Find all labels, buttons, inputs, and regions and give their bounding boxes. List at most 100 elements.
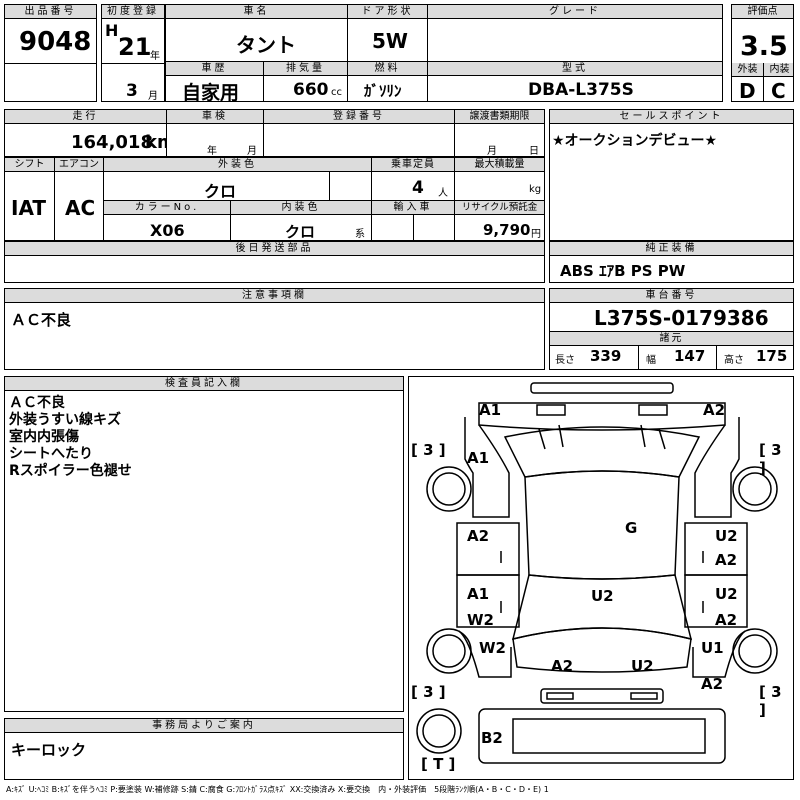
height-label: 高さ [724,355,744,366]
exterior-color: クロ [204,182,237,201]
first-registration-box: 初度登録 H 21 年 3 月 [101,4,165,102]
lot-number-label: 出品番号 [5,5,96,19]
lot-number: 9048 [19,27,92,57]
inspector-note-line: 外装うすい線キズ [9,412,121,428]
damage-mark-left-quarter: W2 [479,639,506,657]
fuel-label: 燃料 [348,62,427,76]
score: 3.5 [740,31,788,62]
color-number-label: カラーNo. [104,201,230,215]
rank-tail: [ T ] [421,755,456,773]
displacement-label: 排気量 [264,62,347,76]
displacement-unit: cc [331,87,342,98]
chassis-number: L375S-0179386 [594,306,769,330]
spec-label: 諸元 [550,331,793,346]
damage-mark-left-front-door: A2 [467,527,490,545]
mileage: 164,018 [71,132,153,153]
rank-right-rear: [ 3 ] [759,683,782,719]
damage-mark-windshield: G [625,519,638,537]
interior-label: 内装 [763,63,793,77]
shift-label: シフト [5,158,54,172]
height: 175 [756,347,788,365]
damage-mark-left-rear-door-2: W2 [467,611,494,629]
chassis-box: 車台番号 L375S-0179386 諸元 長さ 339 幅 147 高さ 17… [549,288,794,370]
damage-mark-right-rear-door-1: U2 [715,585,738,603]
history: 自家用 [182,82,240,102]
lot-number-box: 出品番号 9048 [4,4,97,102]
model-label: 型式 [428,62,722,76]
model: DBA-L375S [528,80,634,100]
color-number: X06 [150,221,185,240]
score-label: 評価点 [732,5,793,19]
fuel: ｶﾞｿﾘﾝ [364,82,402,100]
interior-color-box: 内装色 クロ 系 [230,200,372,241]
inspector-notes-label: 検査員記入欄 [5,377,403,391]
exterior-label: 外装 [732,63,763,77]
rank-left-rear: [ 3 ] [411,683,446,701]
damage-mark-right-front-door-1: U2 [715,527,738,545]
office-notice-label: 事務局よりご案内 [5,719,403,733]
damage-mark-front-right: A2 [703,401,726,419]
recycle-label: リサイクル預託金 [455,201,544,215]
car-name-label: 車名 [166,5,347,19]
exterior-color-box: 外装色 クロ [103,157,372,201]
door-type: 5W [372,29,408,53]
width-label: 幅 [646,355,656,366]
inspector-note-line: Rスポイラー色褪せ [9,463,132,479]
capacity-unit: 人 [438,188,448,199]
damage-mark-left-fender: A1 [467,449,490,467]
score-box: 評価点 3.5 外装 内装 D C [731,4,794,102]
max-load-label: 最大積載量 [455,158,544,172]
aircon-box: エアコン AC [54,157,104,241]
capacity-box: 乗車定員 4 人 [371,157,455,201]
inspector-note-line: 室内内張傷 [9,429,79,445]
inspector-note-line: ＡＣ不良 [9,395,65,411]
length-label: 長さ [555,355,575,366]
equipment: ABS ｴｱB PS PW [560,262,686,280]
transfer-day-unit: 日 [529,146,539,157]
width: 147 [674,347,706,365]
interior-color-label: 内装色 [231,201,371,215]
damage-mark-rear-left: A2 [551,657,574,675]
office-notice-box: 事務局よりご案内 キーロック [4,718,404,780]
door-label: ドア形状 [348,5,427,19]
import-label: 輸入車 [372,201,454,215]
damage-mark-left-rear-door-1: A1 [467,585,490,603]
grade-box: グレード [427,4,723,62]
registration-number-box: 登録番号 [263,109,455,157]
capacity-label: 乗車定員 [372,158,454,172]
fuel-box: 燃料 ｶﾞｿﾘﾝ [347,61,428,102]
sales-point-box: セールスポイント ★オークションデビュー★ [549,109,794,241]
aircon: AC [65,196,96,220]
chassis-label: 車台番号 [550,289,793,303]
damage-mark-right-quarter: U1 [701,639,724,657]
caution-box: 注意事項欄 ＡＣ不良 [4,288,545,370]
import-box: 輸入車 [371,200,455,241]
recycle-box: リサイクル預託金 9,790 円 [454,200,545,241]
month-unit: 月 [148,91,158,102]
shift-box: シフト IAT [4,157,55,241]
transfer-deadline-label: 譲渡書類期限 [455,110,544,124]
displacement-box: 排気量 660 cc [263,61,348,102]
car-name: タント [236,33,296,57]
shift: IAT [11,196,47,220]
caution: ＡＣ不良 [11,311,72,329]
history-label: 車歴 [166,62,263,76]
interior-grade: C [771,79,786,102]
inspection-month-unit: 月 [247,146,257,157]
inspection-label: 車検 [167,110,263,124]
length: 339 [590,347,622,365]
inspector-note-line: シートへたり [9,446,93,462]
history-box: 車歴 自家用 [165,61,264,102]
recycle-deposit: 9,790 [483,221,531,239]
inspection-box: 車検 年 月 [166,109,264,157]
registration-month: 3 [126,81,138,101]
damage-legend: A:ｷｽﾞ U:ﾍｺﾐ B:ｷｽﾞを伴うﾍｺﾐ P:要塗装 W:補修跡 S:錆 … [6,785,549,794]
car-outline-diagram [416,382,778,764]
transfer-deadline-box: 譲渡書類期限 月 日 [454,109,545,157]
max-load-box: 最大積載量 kg [454,157,545,201]
mileage-label: 走行 [5,110,166,124]
registration-year: 21 [118,33,152,61]
exterior-grade: D [739,79,756,102]
first-registration-label: 初度登録 [102,5,164,19]
